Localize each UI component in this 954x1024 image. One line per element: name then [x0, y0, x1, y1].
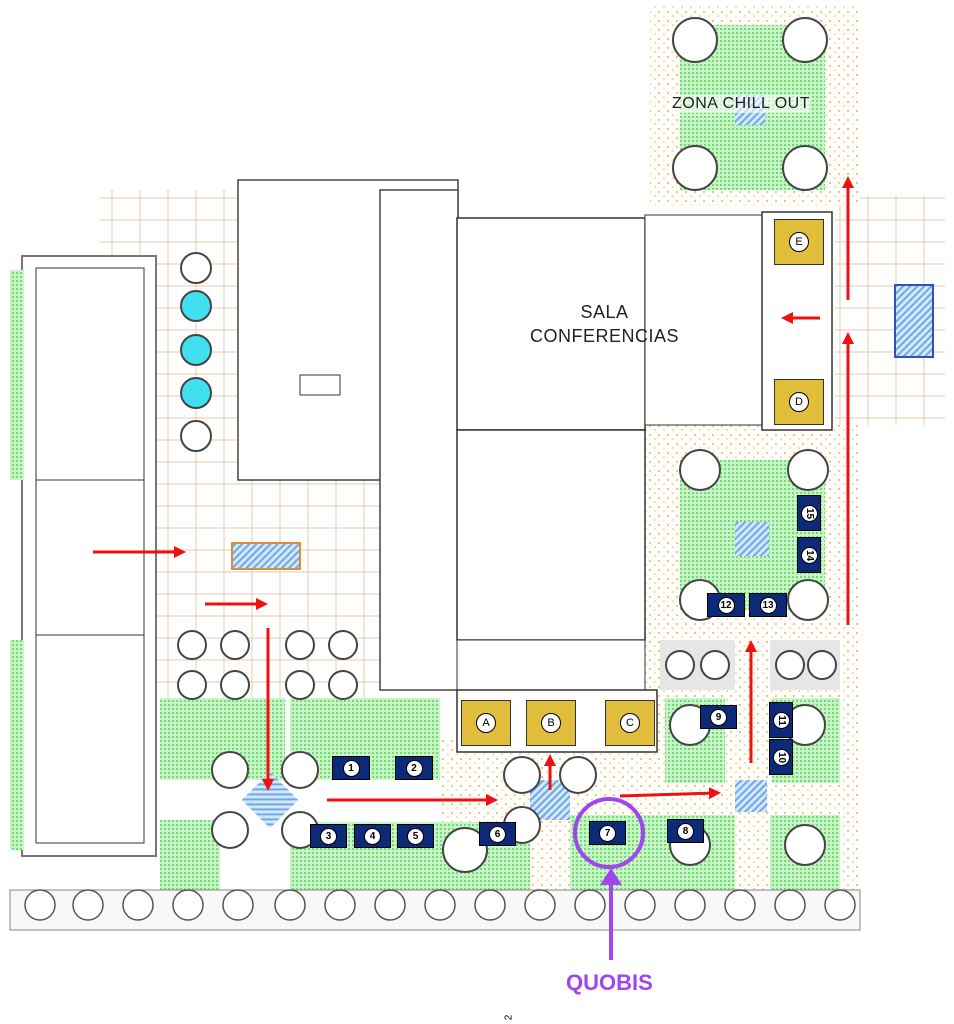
- label-line: CONFERENCIAS: [530, 326, 680, 346]
- booth-number: 4: [364, 827, 381, 845]
- stand-letter: B: [541, 713, 561, 733]
- booth-12[interactable]: 12: [707, 593, 745, 617]
- booth-number: 3: [320, 827, 337, 845]
- booth-6[interactable]: 6: [479, 822, 516, 846]
- booth-number: 11: [772, 711, 790, 729]
- booth-7[interactable]: 7: [589, 821, 626, 845]
- quobis-label: QUOBIS: [566, 970, 653, 995]
- booth-8[interactable]: 8: [667, 819, 704, 843]
- booth-number: 13: [759, 596, 777, 614]
- booth-number: 9: [710, 708, 727, 726]
- label-line: SALA: [580, 302, 629, 322]
- highlight-circle: [573, 797, 645, 869]
- booth-4[interactable]: 4: [354, 824, 391, 848]
- stand-b[interactable]: B: [526, 700, 576, 746]
- booth-number: 6: [489, 825, 506, 843]
- trees: [177, 17, 837, 873]
- stand-letter: E: [789, 232, 809, 252]
- west-building: [21, 255, 157, 857]
- booth-number: 12: [717, 596, 735, 614]
- booth-number: 14: [800, 546, 818, 564]
- booth-3[interactable]: 3: [310, 824, 347, 848]
- booth-9[interactable]: 9: [700, 705, 737, 729]
- stand-letter: D: [789, 392, 809, 412]
- booth-1[interactable]: 1: [332, 756, 370, 780]
- stand-e[interactable]: E: [774, 219, 824, 265]
- street-trees: [24, 889, 856, 921]
- route-arrow: [619, 787, 721, 800]
- booth-number: 1: [342, 759, 360, 777]
- booth-number: 15: [800, 504, 818, 522]
- route-arrows: [93, 176, 854, 806]
- booth-11[interactable]: 11: [769, 702, 793, 738]
- stand-a[interactable]: A: [461, 700, 511, 746]
- stand-letter: A: [476, 713, 496, 733]
- stand-c[interactable]: C: [605, 700, 655, 746]
- stand-letter: C: [620, 713, 640, 733]
- stand-d[interactable]: D: [774, 379, 824, 425]
- conference-hall: [456, 217, 646, 431]
- page-number: 2: [503, 1014, 515, 1021]
- booth-10[interactable]: 10: [769, 739, 793, 775]
- booth-15[interactable]: 15: [797, 495, 821, 531]
- booth-number: 7: [599, 824, 616, 842]
- pool: [231, 542, 301, 570]
- booth-number: 8: [677, 822, 694, 840]
- booth-number: 10: [772, 748, 790, 766]
- booth-13[interactable]: 13: [749, 593, 787, 617]
- conference-hall-label: SALA CONFERENCIAS: [530, 300, 679, 348]
- booth-5[interactable]: 5: [397, 824, 434, 848]
- booth-number: 2: [405, 759, 423, 777]
- chill-out-label: ZONA CHILL OUT: [672, 95, 810, 113]
- booth-number: 5: [407, 827, 424, 845]
- booth-2[interactable]: 2: [395, 756, 433, 780]
- booth-14[interactable]: 14: [797, 537, 821, 573]
